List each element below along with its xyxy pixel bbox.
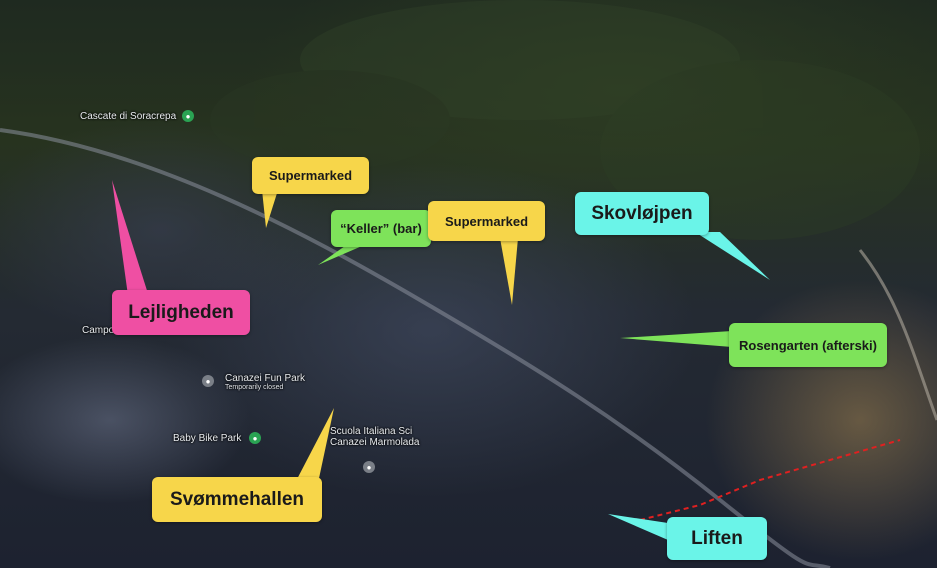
rosengarten-pointer xyxy=(620,331,732,347)
map-pin-icon[interactable]: ● xyxy=(249,432,261,444)
place-label-cascate[interactable]: Cascate di Soracrepa xyxy=(80,111,177,122)
supermarked-1-pointer xyxy=(262,190,278,228)
map-pin-icon[interactable]: ● xyxy=(182,110,194,122)
place-label-campo[interactable]: Campo xyxy=(82,325,115,336)
scuola-line-1: Scuola Italiana Sci xyxy=(330,426,413,437)
callout-supermarked-2[interactable]: Supermarked xyxy=(428,201,545,241)
callout-supermarked-1[interactable]: Supermarked xyxy=(252,157,369,194)
map-pin-icon[interactable]: ● xyxy=(363,461,375,473)
map-pin-icon[interactable]: ● xyxy=(202,375,214,387)
main-road xyxy=(0,128,831,568)
keller-pointer xyxy=(318,246,362,265)
callout-keller[interactable]: “Keller” (bar) xyxy=(331,210,431,247)
scuola-line-2: Canazei Marmolada xyxy=(330,437,420,448)
skovlojpen-pointer xyxy=(695,232,770,280)
lejligheden-pointer xyxy=(112,180,150,310)
callout-lejligheden[interactable]: Lejligheden xyxy=(112,290,250,335)
place-label-scuola[interactable]: Scuola Italiana Sci Canazei Marmolada xyxy=(330,426,420,448)
ski-lift-line xyxy=(639,439,901,521)
fun-park-status: Temporarily closed xyxy=(225,384,284,391)
svommehallen-pointer xyxy=(295,408,334,483)
place-label-baby-bike[interactable]: Baby Bike Park xyxy=(173,433,242,444)
callout-skovlojpen[interactable]: Skovløjpen xyxy=(575,192,709,235)
callout-svommehallen[interactable]: Svømmehallen xyxy=(152,477,322,522)
forest-texture xyxy=(210,0,920,240)
callout-liften[interactable]: Liften xyxy=(667,517,767,560)
place-label-fun-park[interactable]: Canazei Fun Park Temporarily closed xyxy=(225,373,305,391)
fun-park-name: Canazei Fun Park xyxy=(225,373,306,384)
callout-rosengarten[interactable]: Rosengarten (afterski) xyxy=(729,323,887,367)
liften-pointer xyxy=(608,514,668,540)
mountain-road xyxy=(858,249,937,421)
supermarked-2-pointer xyxy=(500,238,518,305)
